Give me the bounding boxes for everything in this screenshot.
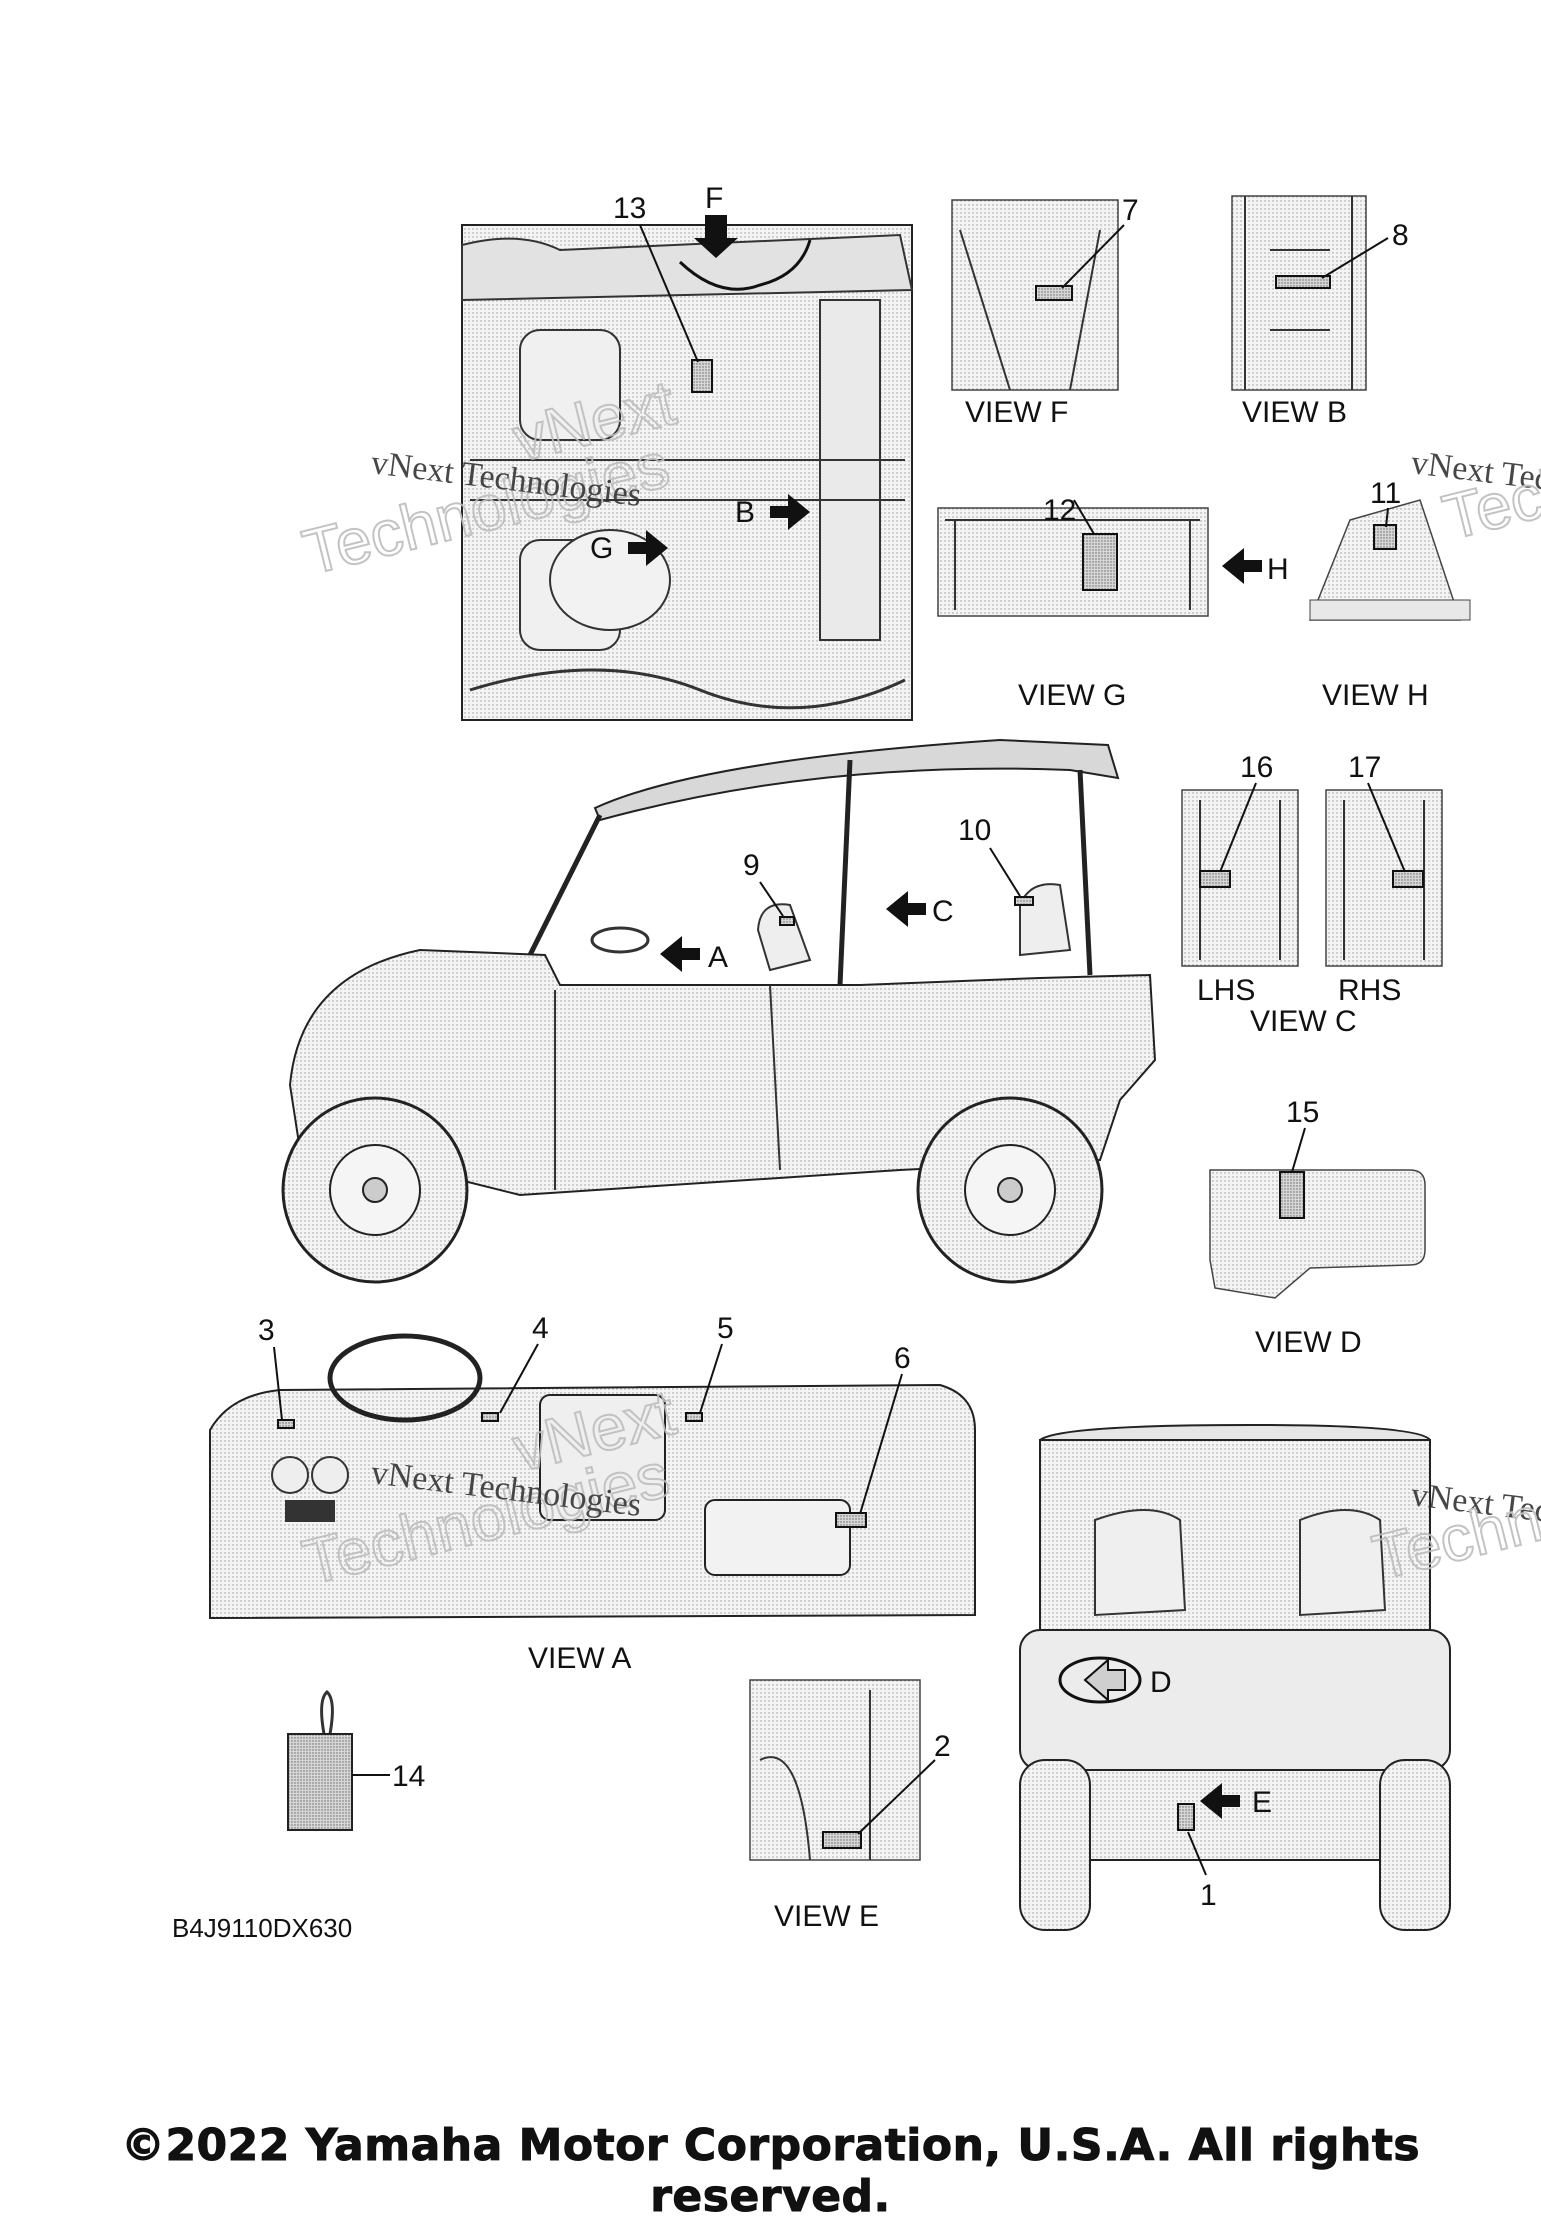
callout-16: 16 <box>1240 751 1273 784</box>
callout-11: 11 <box>1370 477 1401 510</box>
view-a-label: VIEW A <box>528 1642 631 1675</box>
view-arrow-a <box>660 936 700 972</box>
callout-4: 4 <box>532 1312 549 1345</box>
callout-17: 17 <box>1348 751 1381 784</box>
view-arrow-g-label: G <box>590 532 613 565</box>
top-view-chassis: F B G 13 <box>461 182 914 721</box>
view-h-label: VIEW H <box>1322 679 1429 712</box>
view-g: 12 H VIEW G <box>937 494 1289 712</box>
callout-2: 2 <box>934 1730 951 1763</box>
view-arrow-b-label: B <box>735 496 755 529</box>
decal-11 <box>1373 524 1397 550</box>
view-arrow-f-label: F <box>705 182 723 215</box>
hang-tag-14: 14 <box>287 1689 425 1831</box>
view-h: 11 VIEW H <box>1308 477 1471 712</box>
view-arrow-e-label: E <box>1252 1786 1272 1819</box>
view-c-lhs-label: LHS <box>1197 974 1255 1007</box>
decal-12 <box>1082 533 1118 591</box>
decal-16 <box>1199 870 1231 888</box>
decal-9 <box>779 916 795 926</box>
callout-13: 13 <box>613 192 646 225</box>
callout-8: 8 <box>1392 219 1409 252</box>
side-view-vehicle: 9 10 A C <box>281 738 1157 1284</box>
callout-12: 12 <box>1043 494 1076 527</box>
decal-8 <box>1275 275 1331 289</box>
view-c: 16 17 LHS RHS VIEW C <box>1181 751 1443 1038</box>
view-arrow-c-label: C <box>932 895 954 928</box>
view-arrow-f <box>694 215 738 258</box>
view-arrow-h <box>1222 548 1262 584</box>
decal-10 <box>1014 896 1034 906</box>
rear-view-vehicle: D E 1 <box>1019 1423 1451 1931</box>
view-arrow-g <box>628 530 668 566</box>
decal-7 <box>1035 285 1073 301</box>
decal-3 <box>277 1419 295 1429</box>
decal-4 <box>481 1412 499 1422</box>
decal-2 <box>822 1831 862 1849</box>
view-e: 2 VIEW E <box>749 1679 951 1933</box>
view-arrow-d <box>1083 1657 1126 1703</box>
view-f: 7 VIEW F <box>951 194 1139 429</box>
view-arrow-a-label: A <box>708 941 728 974</box>
decal-5 <box>685 1412 703 1422</box>
view-arrow-b <box>770 494 810 530</box>
callout-5: 5 <box>717 1312 734 1345</box>
view-e-label: VIEW E <box>774 1900 879 1933</box>
callout-9: 9 <box>743 849 760 882</box>
front-wheel <box>281 1096 469 1284</box>
decal-1 <box>1177 1803 1195 1831</box>
view-arrow-d-label: D <box>1150 1666 1172 1699</box>
view-d: 15 VIEW D <box>1209 1096 1426 1359</box>
view-c-rhs-label: RHS <box>1338 974 1401 1007</box>
diagram-code: B4J9110DX630 <box>172 1913 352 1943</box>
view-b-label: VIEW B <box>1242 396 1347 429</box>
rear-wheel <box>916 1096 1104 1284</box>
callout-6: 6 <box>894 1342 911 1375</box>
copyright-notice: ©2022 Yamaha Motor Corporation, U.S.A. A… <box>120 2120 1421 2222</box>
decal-13 <box>691 359 713 393</box>
callout-1: 1 <box>1200 1879 1217 1912</box>
callout-15: 15 <box>1286 1096 1319 1129</box>
decal-6 <box>835 1512 867 1528</box>
view-f-label: VIEW F <box>965 396 1068 429</box>
view-arrow-e <box>1200 1783 1240 1819</box>
callout-3: 3 <box>258 1314 275 1347</box>
callout-10: 10 <box>958 814 991 847</box>
view-a: 3 4 5 6 VIEW A <box>209 1312 976 1675</box>
view-d-label: VIEW D <box>1255 1326 1362 1359</box>
decal-17 <box>1392 870 1424 888</box>
view-arrow-c <box>886 891 926 927</box>
view-b: 8 VIEW B <box>1231 195 1409 429</box>
view-g-label: VIEW G <box>1018 679 1126 712</box>
decal-15 <box>1279 1171 1305 1219</box>
callout-14: 14 <box>392 1760 425 1793</box>
view-arrow-h-label: H <box>1267 553 1289 586</box>
view-c-label: VIEW C <box>1250 1005 1357 1038</box>
callout-7: 7 <box>1122 194 1139 227</box>
